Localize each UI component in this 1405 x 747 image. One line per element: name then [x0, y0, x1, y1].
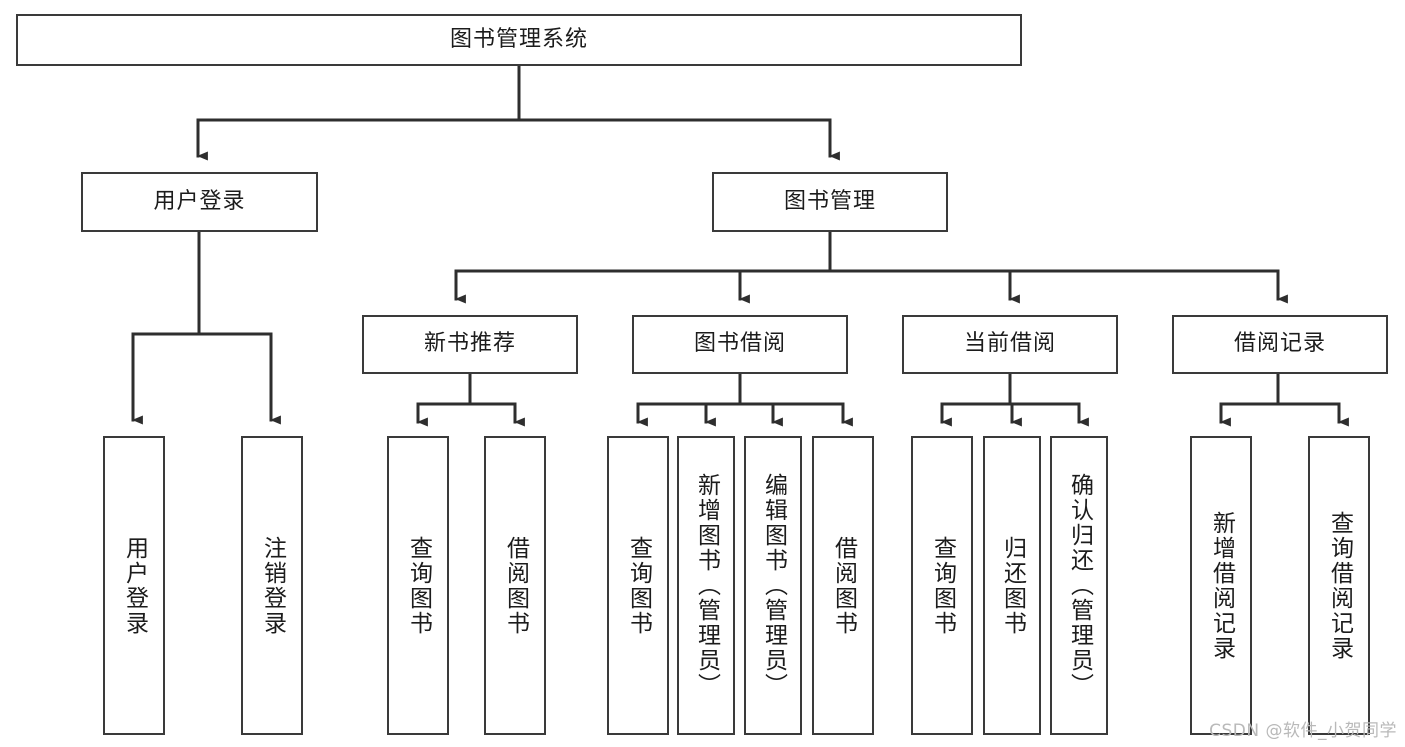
leaf-label: 查询借阅记录 [1326, 510, 1353, 661]
node-label: 用户登录 [153, 188, 246, 214]
node-book-management[interactable]: 图书管理 [712, 172, 948, 232]
leaf-label: 新增图书（管理员） [693, 473, 720, 698]
leaf-node[interactable]: 确认归还（管理员） [1050, 436, 1108, 735]
node-book-borrow[interactable]: 图书借阅 [632, 315, 848, 374]
leaf-node[interactable]: 注销登录 [241, 436, 303, 735]
leaf-node[interactable]: 借阅图书 [812, 436, 874, 735]
leaf-node[interactable]: 用户登录 [103, 436, 165, 735]
leaf-label: 编辑图书（管理员） [760, 473, 787, 698]
node-root-label: 图书管理系统 [449, 26, 588, 52]
node-current-borrow[interactable]: 当前借阅 [902, 315, 1118, 374]
node-borrow-record[interactable]: 借阅记录 [1172, 315, 1388, 374]
leaf-node[interactable]: 查询图书 [607, 436, 669, 735]
leaf-label: 归还图书 [999, 535, 1026, 636]
node-label: 图书借阅 [693, 331, 786, 357]
leaf-node[interactable]: 查询图书 [911, 436, 973, 735]
leaf-node[interactable]: 借阅图书 [484, 436, 546, 735]
node-label: 借阅记录 [1233, 331, 1326, 357]
leaf-node[interactable]: 新增图书（管理员） [677, 436, 735, 735]
leaf-label: 注销登录 [259, 535, 286, 636]
leaf-label: 查询图书 [405, 535, 432, 636]
csdn-watermark: CSDN @软件_小贺同学 [1209, 721, 1397, 741]
leaf-label: 借阅图书 [502, 535, 529, 636]
leaf-label: 借阅图书 [830, 535, 857, 636]
leaf-node[interactable]: 编辑图书（管理员） [744, 436, 802, 735]
leaf-label: 确认归还（管理员） [1066, 473, 1093, 698]
leaf-label: 用户登录 [121, 535, 148, 636]
leaf-node[interactable]: 查询图书 [387, 436, 449, 735]
leaf-node[interactable]: 查询借阅记录 [1308, 436, 1370, 735]
node-new-book-recommend[interactable]: 新书推荐 [362, 315, 578, 374]
leaf-label: 新增借阅记录 [1208, 510, 1235, 661]
node-label: 图书管理 [783, 188, 876, 214]
node-user-login[interactable]: 用户登录 [81, 172, 318, 232]
leaf-label: 查询图书 [929, 535, 956, 636]
node-label: 当前借阅 [963, 331, 1056, 357]
node-root[interactable]: 图书管理系统 [16, 14, 1022, 66]
leaf-node[interactable]: 归还图书 [983, 436, 1041, 735]
leaf-node[interactable]: 新增借阅记录 [1190, 436, 1252, 735]
leaf-label: 查询图书 [625, 535, 652, 636]
node-label: 新书推荐 [423, 331, 516, 357]
